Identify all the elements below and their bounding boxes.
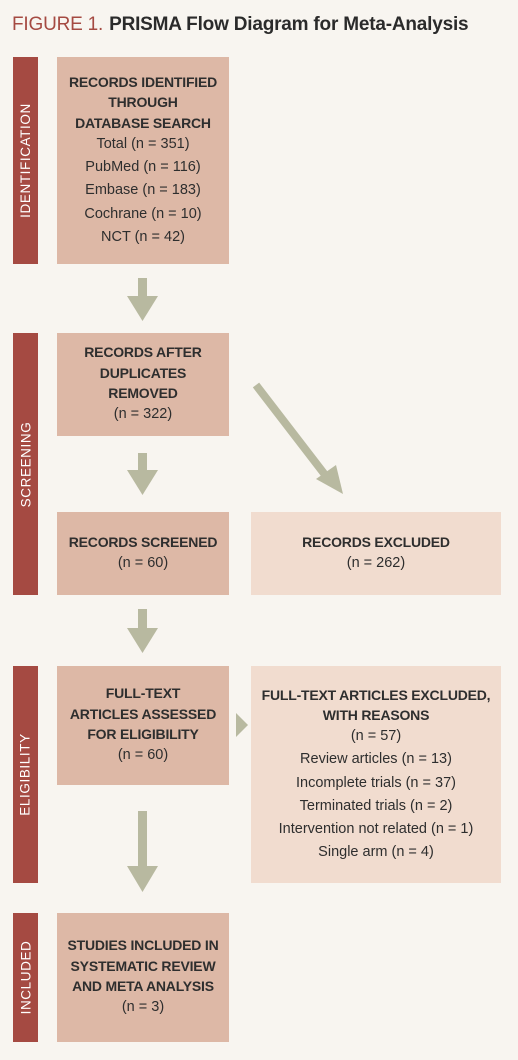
box-fulltext-assessed: FULL-TEXT ARTICLES ASSESSED FOR ELIGIBIL… bbox=[57, 666, 229, 785]
box-records-identified-total: Total (n = 351) bbox=[96, 135, 190, 152]
stage-label-eligibility: ELIGIBILITY bbox=[18, 733, 34, 816]
box-fulltext-excluded-terminated: Terminated trials (n = 2) bbox=[299, 797, 453, 814]
box-records-excluded: RECORDS EXCLUDED (n = 262) bbox=[251, 512, 501, 595]
arrow-down-icon bbox=[127, 811, 158, 892]
box-records-excluded-header: RECORDS EXCLUDED bbox=[302, 533, 450, 550]
box-records-screened: RECORDS SCREENED (n = 60) bbox=[57, 512, 229, 595]
box-records-after-duplicates: RECORDS AFTER DUPLICATES REMOVED (n = 32… bbox=[57, 333, 229, 436]
box-records-screened-header: RECORDS SCREENED bbox=[68, 533, 218, 550]
stage-screening: SCREENING bbox=[13, 333, 38, 595]
figure-label: FIGURE 1. bbox=[12, 14, 104, 35]
box-studies-included: STUDIES INCLUDED IN SYSTEMATIC REVIEW AN… bbox=[57, 913, 229, 1042]
stage-label-screening: SCREENING bbox=[18, 421, 34, 507]
box-studies-included-header: STUDIES INCLUDED IN SYSTEMATIC REVIEW AN… bbox=[67, 937, 219, 995]
stage-eligibility: ELIGIBILITY bbox=[13, 666, 38, 883]
stage-label-included: INCLUDED bbox=[18, 940, 33, 1015]
arrow-diagonal-icon bbox=[252, 382, 343, 494]
box-records-identified-embase: Embase (n = 183) bbox=[85, 182, 201, 199]
arrow-down-icon bbox=[127, 278, 158, 321]
figure-title-text: PRISMA Flow Diagram for Meta-Analysis bbox=[109, 14, 469, 35]
box-fulltext-excluded-intervention: Intervention not related (n = 1) bbox=[278, 820, 474, 837]
arrow-down-icon bbox=[127, 609, 158, 653]
box-records-screened-count: (n = 60) bbox=[117, 555, 169, 572]
box-records-identified-cochrane: Cochrane (n = 10) bbox=[84, 205, 202, 222]
stage-identification: IDENTIFICATION bbox=[13, 57, 38, 264]
box-studies-included-count: (n = 3) bbox=[121, 999, 165, 1016]
stage-included: INCLUDED bbox=[13, 913, 38, 1042]
box-fulltext-excluded-single-arm: Single arm (n = 4) bbox=[318, 844, 434, 861]
box-records-excluded-count: (n = 262) bbox=[346, 555, 406, 572]
figure-title: FIGURE 1.PRISMA Flow Diagram for Meta-An… bbox=[12, 14, 469, 36]
box-records-after-duplicates-count: (n = 322) bbox=[113, 406, 173, 423]
box-records-identified: RECORDS IDENTIFIED THROUGH DATABASE SEAR… bbox=[57, 57, 229, 264]
arrow-down-icon bbox=[127, 453, 158, 495]
box-fulltext-excluded-count: (n = 57) bbox=[350, 728, 402, 745]
box-fulltext-excluded: FULL-TEXT ARTICLES EXCLUDED, WITH REASON… bbox=[251, 666, 501, 883]
arrow-right-icon bbox=[236, 713, 248, 737]
box-fulltext-excluded-review: Review articles (n = 13) bbox=[300, 751, 452, 768]
stage-label-identification: IDENTIFICATION bbox=[18, 103, 33, 218]
box-fulltext-excluded-header: FULL-TEXT ARTICLES EXCLUDED, WITH REASON… bbox=[261, 686, 491, 723]
box-records-identified-nct: NCT (n = 42) bbox=[101, 228, 185, 245]
box-fulltext-assessed-header: FULL-TEXT ARTICLES ASSESSED FOR ELIGIBIL… bbox=[69, 685, 217, 743]
box-records-identified-header: RECORDS IDENTIFIED THROUGH DATABASE SEAR… bbox=[68, 74, 218, 131]
box-fulltext-excluded-incomplete: Incomplete trials (n = 37) bbox=[296, 774, 456, 791]
box-records-after-duplicates-header: RECORDS AFTER DUPLICATES REMOVED bbox=[84, 344, 202, 402]
box-fulltext-assessed-count: (n = 60) bbox=[117, 747, 169, 764]
box-records-identified-pubmed: PubMed (n = 116) bbox=[85, 159, 201, 176]
